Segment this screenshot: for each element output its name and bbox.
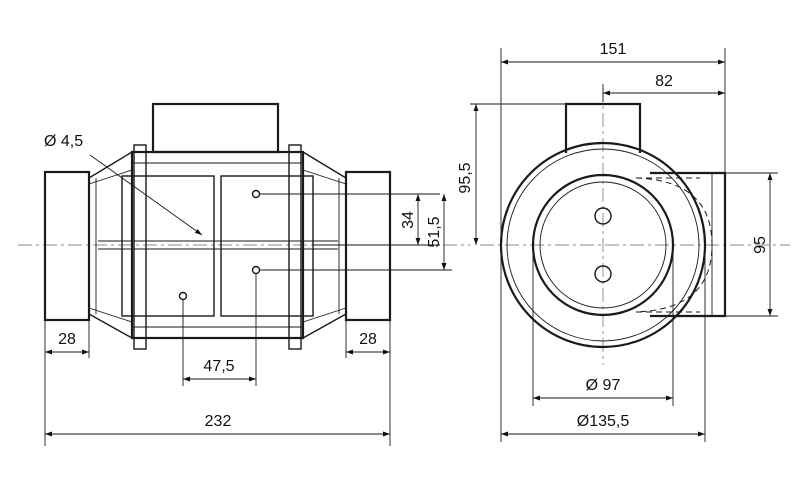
dim-34-label: 34 bbox=[400, 211, 417, 229]
dim-82-label: 82 bbox=[655, 73, 673, 90]
hole-diameter-label: Ø 4,5 bbox=[44, 133, 83, 150]
right-end-collar bbox=[344, 170, 392, 322]
dim-diam-97-label: Ø 97 bbox=[586, 377, 621, 394]
clamp-band-left bbox=[133, 144, 147, 350]
dim-151-label: 151 bbox=[600, 41, 627, 58]
screw-hole bbox=[594, 265, 612, 283]
left-taper bbox=[88, 151, 133, 339]
bracket-plate-right bbox=[220, 175, 314, 317]
dim-95-label: 95 bbox=[752, 236, 769, 254]
dim-51-5-label: 51,5 bbox=[426, 216, 443, 247]
hidden-volute bbox=[635, 177, 713, 313]
top-outlet bbox=[151, 102, 280, 154]
screw-hole bbox=[594, 207, 612, 225]
mounting-hole bbox=[178, 291, 188, 301]
dim-28-left-label: 28 bbox=[58, 331, 76, 348]
dim-95-5-label: 95,5 bbox=[457, 162, 474, 193]
front-dimensions: 151 82 95,5 95 Ø 97 Ø135,5 bbox=[457, 41, 778, 442]
clamp-band-right bbox=[288, 144, 302, 350]
mounting-hole bbox=[251, 189, 261, 199]
hole-diameter-leader bbox=[89, 154, 203, 236]
dim-232-label: 232 bbox=[205, 413, 232, 430]
dim-28-right-label: 28 bbox=[359, 331, 377, 348]
top-outlet-stub bbox=[564, 102, 642, 153]
side-view bbox=[18, 102, 470, 350]
dim-47-5-label: 47,5 bbox=[203, 358, 234, 375]
left-end-collar bbox=[43, 170, 91, 322]
mounting-hole bbox=[251, 265, 261, 275]
side-outlet-box bbox=[650, 171, 727, 318]
bracket-plate-left bbox=[121, 175, 215, 317]
front-view bbox=[480, 88, 790, 365]
dim-diam-135-5-label: Ø135,5 bbox=[577, 413, 630, 430]
side-dimensions: Ø 4,5 34 51,5 28 28 47,5 232 bbox=[44, 133, 452, 446]
right-taper bbox=[302, 151, 347, 339]
